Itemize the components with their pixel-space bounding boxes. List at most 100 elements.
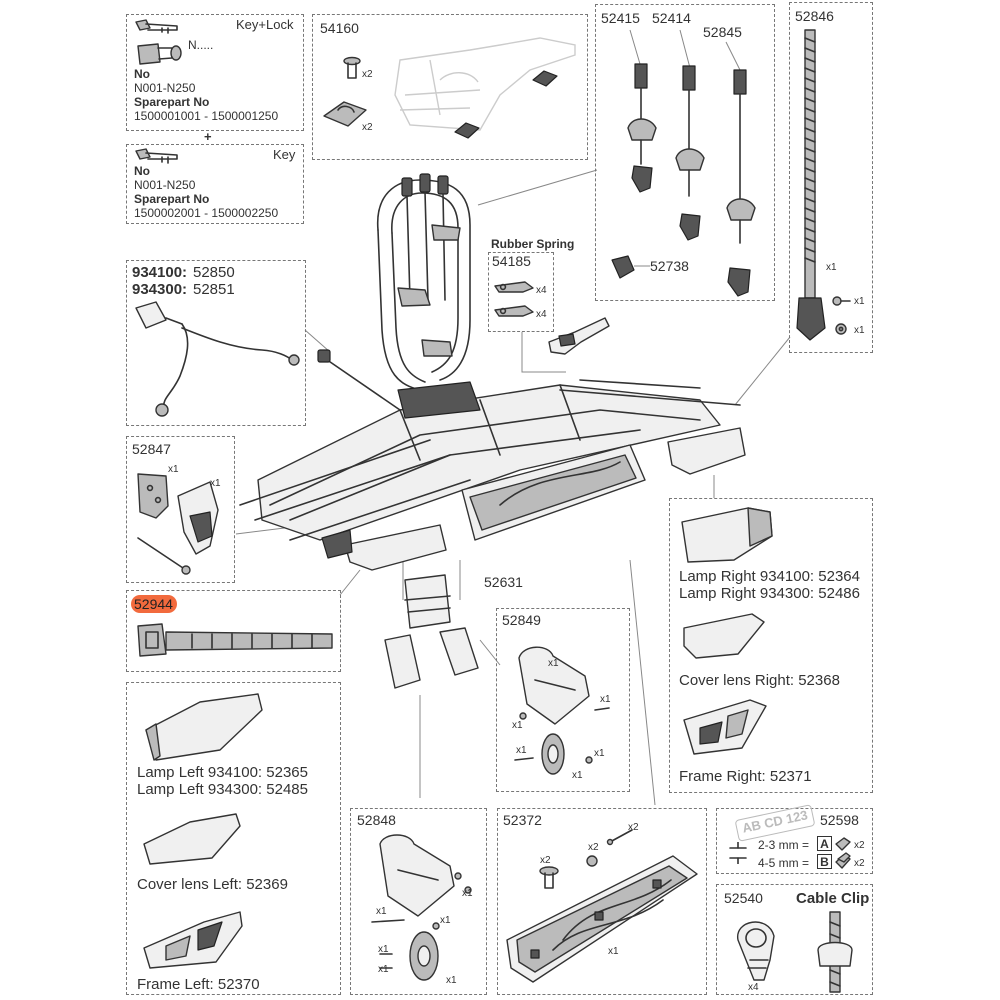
qty-52849-pin: x1 xyxy=(600,694,611,705)
part-54185-label: 54185 xyxy=(492,253,531,269)
key-title: Key xyxy=(273,147,296,162)
qty-52848-screw: x1 xyxy=(440,915,451,926)
qty-screw: x2 xyxy=(362,69,373,80)
key-lock-no-range: N001-N250 xyxy=(134,81,196,95)
frame-right-icon xyxy=(683,699,767,755)
ghost-rack-sketch xyxy=(394,37,576,131)
wheel-bracket-52849-illustration xyxy=(514,646,610,775)
part-54160-label: 54160 xyxy=(320,20,359,36)
key-lock-title: Key+Lock xyxy=(236,17,294,32)
qty-52849-axle: x1 xyxy=(516,745,527,756)
qty-rubber-spring-upper: x4 xyxy=(536,285,547,296)
key-number-text: N..... xyxy=(188,38,214,52)
cable-model-1: 934100: xyxy=(132,264,188,281)
cable-clip-mounted-icon xyxy=(817,911,853,993)
key-no-range: N001-N250 xyxy=(134,178,196,192)
strap-52944-illustration xyxy=(137,623,333,657)
qty-clamp-plate: x2 xyxy=(362,122,373,133)
box-52598 xyxy=(716,808,873,874)
bike-arm-uprights xyxy=(376,173,471,391)
box-52372 xyxy=(497,808,707,995)
part-52849-label: 52849 xyxy=(502,612,541,628)
rubber-spring-upper xyxy=(494,281,534,293)
qty-52848-axle: x1 xyxy=(378,944,389,955)
nut-52372-icon xyxy=(586,855,598,867)
qty-52849-wheel: x1 xyxy=(572,770,583,781)
frame-right: Frame Right: 52371 xyxy=(679,768,812,785)
spacer-a-icon xyxy=(835,837,851,851)
cable-model-2: 934300: xyxy=(132,281,188,298)
rubber-spring-title: Rubber Spring xyxy=(491,237,575,251)
qty-spacer-a: x2 xyxy=(854,840,865,851)
lamp-right-934100: Lamp Right 934100: 52364 xyxy=(679,568,860,585)
box-arms xyxy=(595,4,775,301)
screw-icon xyxy=(343,56,361,79)
cover-lens-left: Cover lens Left: 52369 xyxy=(137,876,288,893)
left-lamp-box xyxy=(126,682,341,995)
cable-clip-title: Cable Clip xyxy=(796,890,870,907)
carrier-platform xyxy=(239,349,746,571)
lamp-left-icon xyxy=(145,693,263,761)
box-52849 xyxy=(496,608,630,792)
key-lock-no-label: No xyxy=(134,67,150,81)
part-52847-label: 52847 xyxy=(132,441,171,457)
part-52414-label: 52414 xyxy=(652,10,691,26)
qty-52372-nut: x2 xyxy=(588,842,599,853)
rubber-spring-lower xyxy=(494,305,534,317)
part-52845-label: 52845 xyxy=(703,24,742,40)
qty-52372-pin: x2 xyxy=(628,822,639,833)
part-52372-label: 52372 xyxy=(503,812,542,828)
rubber-pad-upper xyxy=(532,70,558,87)
qty-52372-plate: x1 xyxy=(608,946,619,957)
right-lamp-box xyxy=(669,498,873,793)
qty-52372-bolt: x2 xyxy=(540,855,551,866)
qty-52849-body: x1 xyxy=(548,658,559,669)
part-52848-label: 52848 xyxy=(357,812,396,828)
qty-52848-wheel: x1 xyxy=(446,975,457,986)
part-52540-label: 52540 xyxy=(724,890,763,906)
part-52415-label: 52415 xyxy=(601,10,640,26)
key-lock-sparepart-label: Sparepart No xyxy=(134,95,210,109)
bracket-52631 xyxy=(384,574,479,689)
box-54185 xyxy=(488,252,554,332)
box-52848 xyxy=(350,808,487,995)
spacer-spec-2: 4-5 mm = xyxy=(758,856,810,870)
part-52631-label: 52631 xyxy=(484,574,523,590)
box-52540 xyxy=(716,884,873,995)
lamp-left-934300: Lamp Left 934300: 52485 xyxy=(137,781,308,798)
pin-52372-icon xyxy=(606,829,633,846)
cable-harness-illustration xyxy=(135,301,300,417)
spacer-b-icon xyxy=(835,852,851,869)
bracket-52847-illustration xyxy=(137,473,219,575)
part-52944-highlight xyxy=(131,595,177,613)
small-bolt-icon xyxy=(832,296,851,306)
cover-lens-left-icon xyxy=(143,813,241,865)
qty-52848-nut: x1 xyxy=(462,888,473,899)
rubber-pad-lower xyxy=(454,122,480,139)
qty-rubber-spring-lower: x4 xyxy=(536,309,547,320)
qty-cable-clip: x4 xyxy=(748,982,759,993)
spacer-letter-a: A xyxy=(817,836,832,851)
clamp-plate-icon xyxy=(323,101,367,127)
frame-left-icon xyxy=(143,911,243,969)
key-icon xyxy=(135,148,178,164)
spacer-spec-1: 2-3 mm = xyxy=(758,838,810,852)
key-lock-sparepart-range: 1500001001 - 1500001250 xyxy=(134,109,279,123)
arm-assembly-illustration xyxy=(611,29,756,297)
wheel-bracket-52848-illustration xyxy=(371,834,472,981)
qty-cap-52847: x1 xyxy=(210,478,221,489)
box-54160 xyxy=(312,14,588,160)
key-sparepart-range: 1500002001 - 1500002250 xyxy=(134,206,279,220)
cable-part-2: 52851 xyxy=(193,281,235,298)
qty-52849-nut: x1 xyxy=(512,720,523,731)
part-52738-label: 52738 xyxy=(650,258,689,274)
lever-clamp-illustration xyxy=(548,317,610,355)
cable-box xyxy=(126,260,306,426)
cover-lens-right: Cover lens Right: 52368 xyxy=(679,672,840,689)
qty-spacer-b: x2 xyxy=(854,858,865,869)
qty-bracket-52847: x1 xyxy=(168,464,179,475)
leader-lines xyxy=(235,169,791,806)
key-lock-icon xyxy=(135,19,182,65)
key-lock-box xyxy=(126,14,304,131)
